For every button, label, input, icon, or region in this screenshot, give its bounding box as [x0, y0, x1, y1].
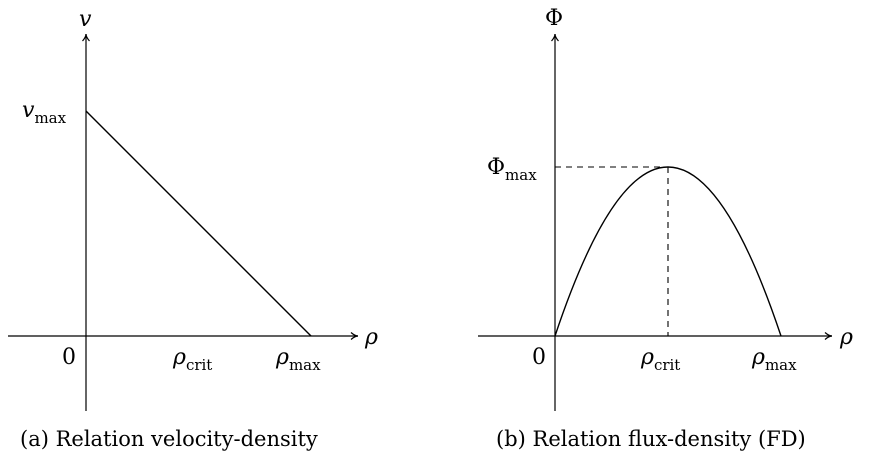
x-axis-symbol-a: ρ	[364, 325, 378, 350]
rho-crit-tick-label-b: ρcrit	[640, 345, 680, 374]
caption-a: (a) Relation velocity-density	[20, 427, 318, 451]
rho-max-tick-label-a: ρmax	[275, 345, 321, 374]
phimax-tick-label: Φmax	[487, 155, 537, 184]
origin-label-b: 0	[532, 345, 546, 370]
vmax-tick-label: vmax	[22, 98, 67, 127]
rho-crit-tick-label-a: ρcrit	[172, 345, 212, 374]
rho-max-tick-label-b: ρmax	[751, 345, 797, 374]
y-axis-symbol-b: Φ	[545, 6, 563, 31]
flux-density-parabola	[554, 166, 782, 337]
panel-b: ρ Φ 0 Φmax ρcrit ρmax (b) Relation flux-…	[478, 6, 853, 451]
panel-a: ρ v 0 vmax ρcrit ρmax (a) Relation veloc…	[8, 7, 378, 451]
y-axis-symbol-a: v	[79, 7, 92, 32]
caption-b: (b) Relation flux-density (FD)	[496, 427, 806, 451]
origin-label-a: 0	[62, 345, 76, 370]
x-axis-symbol-b: ρ	[839, 325, 853, 350]
velocity-density-line	[85, 110, 312, 337]
